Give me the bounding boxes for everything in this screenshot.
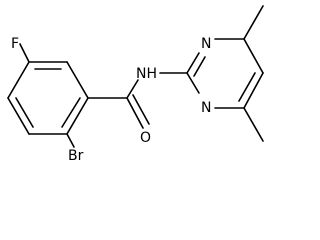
ring-n-lower-label: N	[201, 100, 211, 116]
bond-c-n	[126, 79, 139, 99]
bond-methyl-lower	[243, 107, 264, 142]
bond-c-f	[19, 43, 30, 63]
fluorine-label: F	[11, 36, 19, 52]
bond-c6-c5	[243, 38, 264, 74]
bond-c5-c4-inner	[238, 72, 256, 102]
oxygen-label: O	[140, 130, 151, 146]
bond-ring-top-right	[66, 61, 89, 99]
molecule-canvas: F Br O NH N N	[7, 5, 264, 164]
bond-c-o-1	[126, 97, 144, 129]
bond-c2-n1	[186, 52, 200, 74]
bond-ring-right	[66, 97, 89, 135]
structure-diagram: F Br O NH N N	[7, 5, 264, 164]
bromine-label: Br	[68, 148, 84, 164]
bond-ring-inner-2	[61, 97, 81, 128]
ring-n-upper-label: N	[201, 36, 211, 52]
bond-c-o-2	[132, 94, 150, 125]
bond-c5-c4	[243, 72, 264, 109]
bond-c2-n1-inner	[193, 56, 206, 77]
bond-ring-inner-3	[15, 97, 34, 128]
bond-ring-left	[7, 61, 30, 99]
bond-methyl-upper	[243, 5, 264, 40]
benzene-ring	[7, 61, 89, 135]
bond-ring-bottom-left	[7, 97, 30, 135]
amide-nh-label: NH	[136, 66, 157, 82]
pyrimidine-ring	[186, 38, 264, 109]
bond-n3-c2	[186, 72, 200, 94]
bond-c-br	[66, 133, 75, 148]
